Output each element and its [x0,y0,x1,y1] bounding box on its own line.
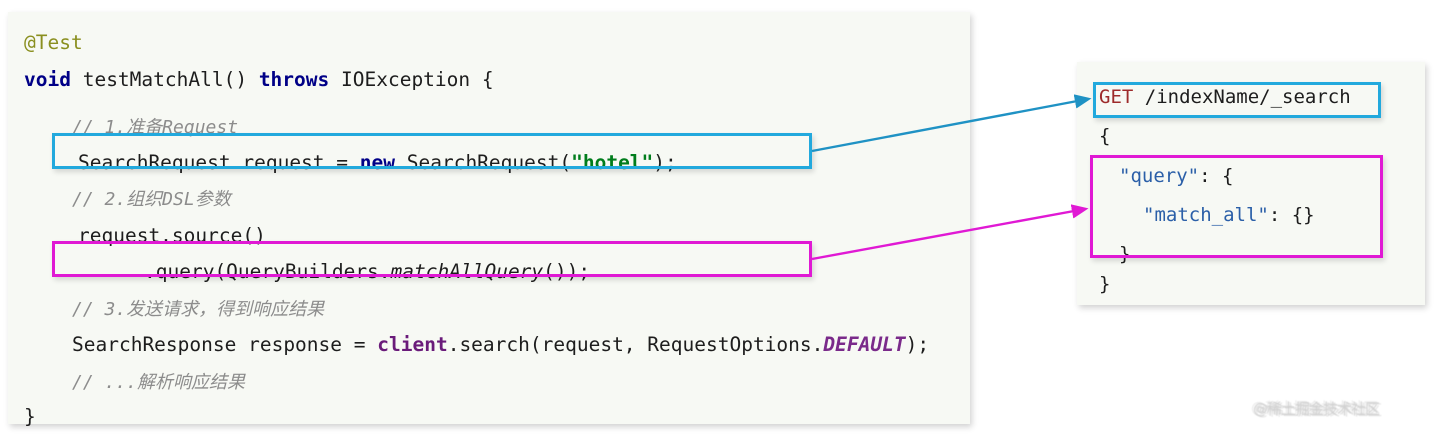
search-call-tail: ); [905,333,930,356]
comment-organize-dsl: // 2.组织DSL参数 [72,189,231,210]
code-line-closing-brace: } [24,405,36,428]
code-line-search-response: SearchResponse response = client.search(… [72,334,929,356]
dsl-match-all-line: "match_all": {} [1143,204,1315,226]
code-line-annotation: @Test [24,32,83,54]
code-line-query-builder: .query(QueryBuilders.matchAllQuery()); [144,261,590,283]
annotation-test: @Test [24,31,83,54]
watermark: @稀土掘金技术社区 [1253,400,1380,418]
matchallquery-method: matchAllQuery [390,260,544,283]
request-path: /indexName/_search [1133,86,1351,108]
search-call: .search(request, RequestOptions. [447,333,824,356]
dsl-close-brace: } [1099,273,1111,295]
json-key-query: "query" [1119,165,1200,187]
method-name: testMatchAll() [70,68,259,91]
searchresponse-decl: SearchResponse response = [72,333,378,356]
query-call-tail: ()); [543,260,591,283]
query-call-head: .query(QueryBuilders. [144,260,391,283]
comment-parse-response: // ...解析响应结果 [72,372,246,393]
searchrequest-box [52,133,812,169]
dsl-request-line: GET /indexName/_search [1099,86,1351,108]
http-verb-get: GET [1099,86,1134,108]
comment-send-request: // 3.发送请求，得到响应结果 [72,299,325,320]
dsl-open-brace: { [1099,125,1111,147]
client-identifier: client [377,333,448,356]
json-query-open: : { [1199,165,1234,187]
exception-type: IOException { [329,68,494,91]
comment-prepare-request: // 1.准备Request [72,117,239,138]
json-match-all-value: : {} [1268,204,1315,226]
query-box [52,241,812,277]
dsl-query-key-line: "query": { [1119,165,1233,187]
json-key-match-all: "match_all" [1143,204,1269,226]
match-all-box [1090,155,1383,258]
code-line-method-signature: void testMatchAll() throws IOException { [24,69,494,91]
dsl-query-close-brace: } [1119,243,1131,265]
keyword-throws: throws [258,68,330,91]
keyword-void: void [24,68,71,91]
java-code-panel: @Test void testMatchAll() throws IOExcep… [8,12,970,428]
dsl-request-panel: GET /indexName/_search { "query": { "mat… [1077,62,1425,305]
request-options-default: DEFAULT [823,333,906,356]
get-line-box [1093,82,1381,118]
